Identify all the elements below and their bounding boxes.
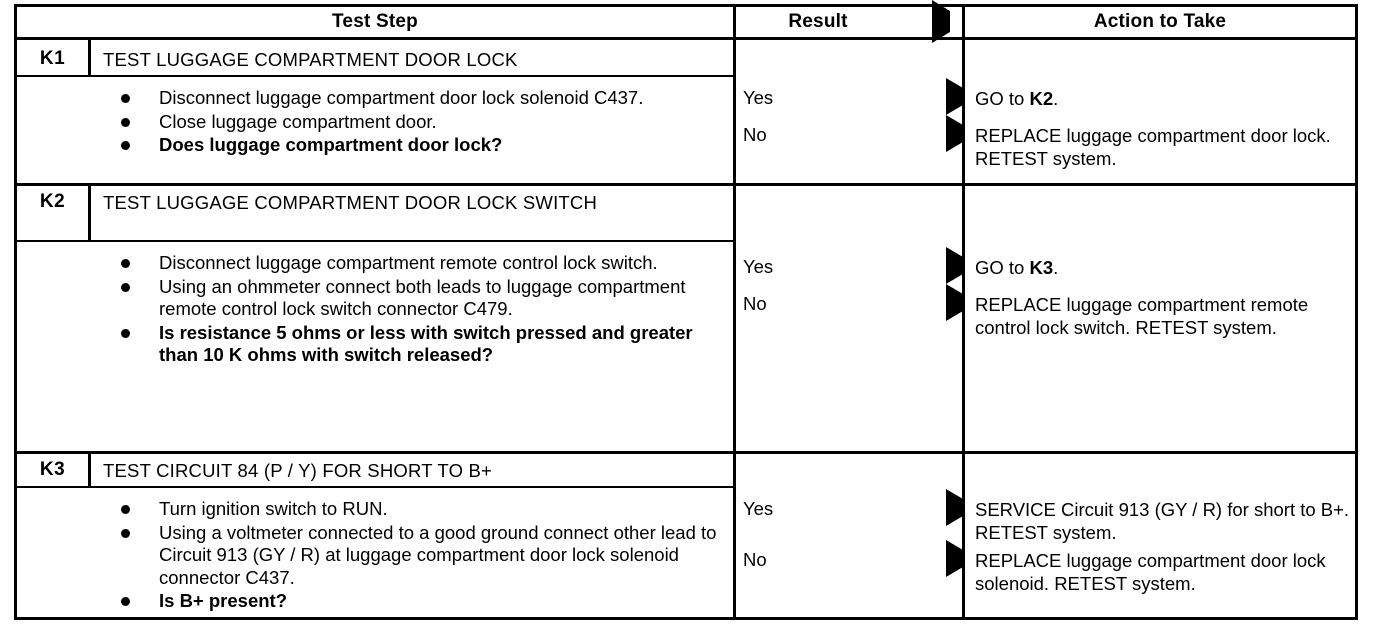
list-item: Using a voltmeter connected to a good gr…: [115, 522, 731, 590]
action-text: REPLACE luggage compartment remote contr…: [975, 294, 1309, 338]
list-item: Disconnect luggage compartment door lock…: [115, 87, 731, 110]
step-title-k2: TEST LUGGAGE COMPARTMENT DOOR LOCK SWITC…: [103, 192, 598, 213]
list-item: Disconnect luggage compartment remote co…: [115, 252, 731, 275]
bullet-dot-icon: [121, 117, 130, 127]
bullet-text: Does luggage compartment door lock?: [159, 134, 503, 155]
result-label: Yes: [743, 87, 774, 108]
step-number-k3: K3: [39, 459, 66, 480]
result-no-k3: No: [743, 540, 965, 577]
header-divider-result-action: [962, 7, 965, 40]
list-item: Is B+ present?: [115, 590, 731, 613]
column-header-result: Result: [733, 0, 962, 43]
bullet-text: Using a voltmeter connected to a good gr…: [159, 521, 717, 588]
step-bullets-k1: Disconnect luggage compartment door lock…: [115, 87, 731, 158]
result-no-k1: No: [743, 115, 965, 152]
step-bullets-k3: Turn ignition switch to RUN. Using a vol…: [115, 498, 731, 614]
result-label: No: [743, 549, 767, 570]
solid-right-triangle-icon: [946, 489, 963, 526]
column-divider-step-result: [733, 40, 736, 620]
pinpoint-test-table: Test Step Result Action to Take: [14, 0, 1358, 620]
column-header-action-to-take: Action to Take: [1093, 11, 1227, 32]
result-label: Yes: [743, 498, 774, 519]
action-ref: K3: [1029, 257, 1054, 278]
action-text: SERVICE Circuit 913 (GY / R) for short t…: [975, 499, 1350, 543]
result-yes-k3: Yes: [743, 489, 965, 526]
bullet-text: Close luggage compartment door.: [159, 110, 437, 132]
action-text: GO to: [975, 88, 1030, 109]
result-yes-k2: Yes: [743, 247, 965, 284]
result-label: Yes: [743, 256, 774, 277]
action-text: GO to: [975, 257, 1030, 278]
action-suffix: .: [1053, 257, 1059, 278]
bullet-dot-icon: [121, 282, 130, 292]
action-text: REPLACE luggage compartment door lock. R…: [975, 125, 1331, 169]
step-number-k2: K2: [39, 191, 66, 212]
row-divider-k2-k3: [17, 451, 1355, 454]
bullet-dot-icon: [121, 328, 130, 338]
bullet-dot-icon: [121, 505, 130, 514]
list-item: Using an ohmmeter connect both leads to …: [115, 276, 731, 321]
result-label: No: [743, 124, 767, 145]
list-item: Turn ignition switch to RUN.: [115, 498, 731, 521]
bullet-dot-icon: [121, 528, 130, 538]
column-divider-result-action: [962, 40, 965, 620]
bullet-dot-icon: [121, 141, 130, 150]
list-item: Is resistance 5 ohms or less with switch…: [115, 322, 731, 367]
solid-right-triangle-icon: [946, 78, 963, 115]
bullet-text: Disconnect luggage compartment remote co…: [159, 252, 658, 273]
action-no-k3: REPLACE luggage compartment door lock so…: [975, 549, 1353, 595]
action-ref: K2: [1029, 88, 1054, 109]
action-no-k2: REPLACE luggage compartment remote contr…: [975, 293, 1353, 339]
bullet-text: Is B+ present?: [159, 590, 288, 611]
step-title-k1: TEST LUGGAGE COMPARTMENT DOOR LOCK: [103, 49, 518, 70]
bullet-dot-icon: [121, 259, 130, 268]
title-rule-k2: [17, 240, 733, 242]
list-item: Close luggage compartment door.: [115, 111, 731, 134]
solid-right-triangle-icon: [946, 115, 963, 152]
knum-divider-k2: [88, 183, 91, 240]
column-header-test-step: Test Step: [332, 11, 418, 32]
knum-divider-k3: [88, 451, 91, 486]
column-header-result-label: Result: [788, 11, 848, 32]
result-no-k2: No: [743, 284, 965, 321]
action-no-k1: REPLACE luggage compartment door lock. R…: [975, 124, 1353, 170]
solid-right-triangle-icon: [946, 540, 963, 577]
bullet-dot-icon: [121, 597, 130, 606]
action-yes-k3: SERVICE Circuit 913 (GY / R) for short t…: [975, 498, 1353, 544]
action-suffix: .: [1053, 88, 1059, 109]
bullet-dot-icon: [121, 94, 130, 103]
bullet-text: Disconnect luggage compartment door lock…: [159, 87, 644, 108]
list-item: Does luggage compartment door lock?: [115, 134, 731, 157]
action-text: REPLACE luggage compartment door lock so…: [975, 550, 1326, 594]
table-header-row: Test Step Result Action to Take: [17, 0, 1355, 43]
step-bullets-k2: Disconnect luggage compartment remote co…: [115, 252, 731, 368]
step-title-k3: TEST CIRCUIT 84 (P / Y) FOR SHORT TO B+: [103, 460, 493, 481]
action-yes-k1: GO to K2.: [975, 87, 1353, 110]
bullet-text: Turn ignition switch to RUN.: [159, 498, 388, 519]
title-rule-k1: [17, 75, 733, 77]
solid-right-triangle-icon: [932, 0, 950, 43]
step-number-k1: K1: [39, 48, 66, 69]
bullet-text: Using an ohmmeter connect both leads to …: [159, 275, 686, 320]
row-divider-k1-k2: [17, 183, 1355, 186]
solid-right-triangle-icon: [946, 284, 963, 321]
header-divider-step-result: [733, 7, 736, 40]
title-rule-k3: [17, 486, 733, 488]
result-yes-k1: Yes: [743, 78, 965, 115]
result-label: No: [743, 293, 767, 314]
solid-right-triangle-icon: [946, 247, 963, 284]
action-yes-k2: GO to K3.: [975, 256, 1353, 279]
bullet-text: Is resistance 5 ohms or less with switch…: [159, 321, 693, 366]
knum-divider-k1: [88, 40, 91, 75]
